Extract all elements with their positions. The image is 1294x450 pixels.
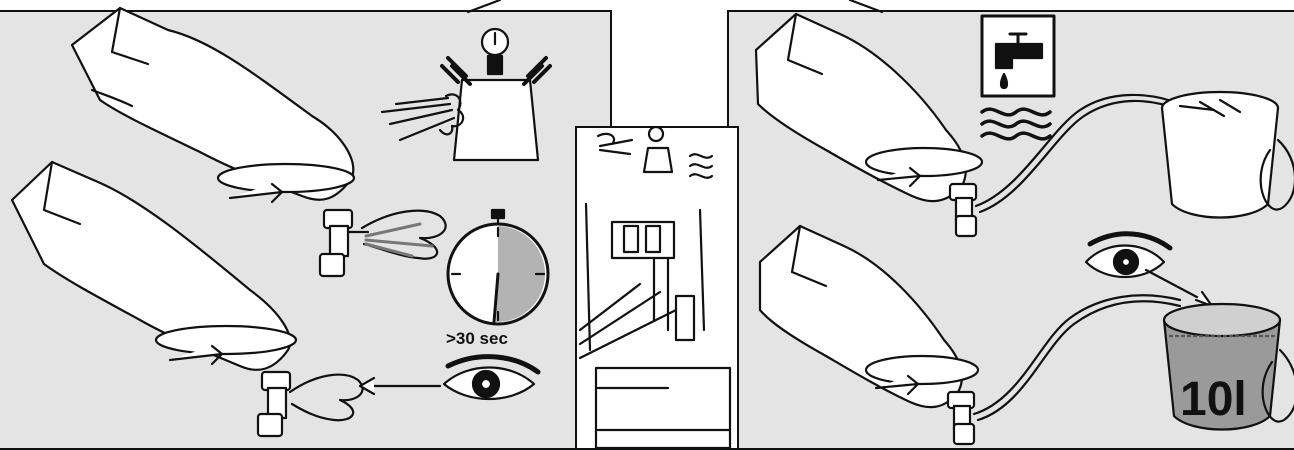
water-waves-icon (980, 107, 1052, 141)
tap-drip-icon (980, 14, 1056, 98)
pressure-gauge-spray-icon (380, 27, 552, 162)
eye-icon-left (358, 354, 541, 400)
timer-duration-label: >30 sec (446, 329, 508, 348)
rotation-arrow-lower-right (864, 354, 980, 396)
callout-lines (466, 0, 884, 14)
eye-icon-right (1084, 231, 1214, 308)
valve-upper (318, 208, 370, 278)
water-spray-lower (288, 373, 364, 422)
hose-lower (972, 294, 1182, 422)
stopwatch-icon (446, 208, 550, 326)
water-spray-upper (360, 209, 447, 260)
rotation-arrow-upper-right (864, 146, 984, 188)
bucket-icon-upper (1160, 90, 1294, 219)
valve-upper-right (948, 182, 978, 238)
water-volume-label: 10l (1180, 373, 1247, 426)
rotation-arrow-upper (216, 162, 356, 204)
hand-lower-left (10, 160, 292, 371)
valve-lower-right (946, 390, 976, 446)
hose-upper (974, 93, 1182, 214)
bucket-icon-lower (1162, 302, 1294, 431)
installation-diagram (578, 125, 732, 448)
hand-upper-left (70, 6, 355, 201)
valve-lower (256, 370, 292, 438)
rotation-arrow-lower (154, 324, 298, 366)
